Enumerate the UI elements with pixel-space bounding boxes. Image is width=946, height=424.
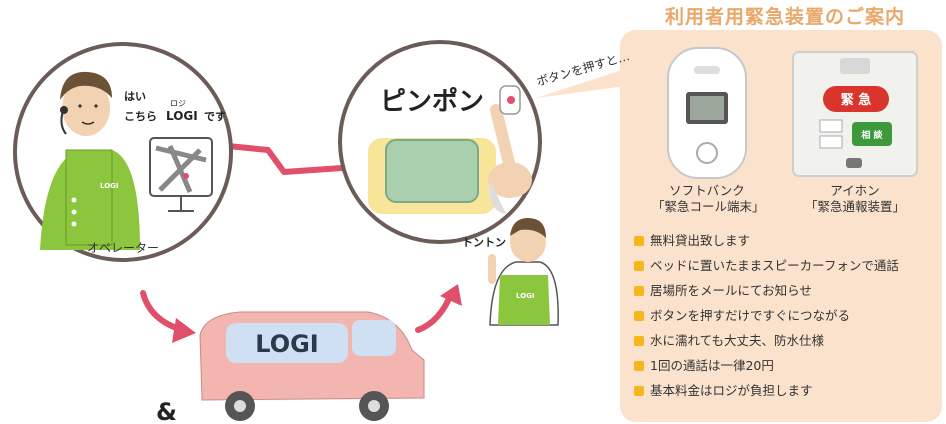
van-logo: LOGI xyxy=(255,330,318,358)
softbank-emergency-terminal xyxy=(667,47,747,179)
speech-line2: こちら xyxy=(124,110,157,123)
feature-item: ボタンを押すだけですぐにつながる xyxy=(634,307,899,332)
bullet-icon xyxy=(634,336,644,346)
softbank-name-line2: 「緊急コール端末」 xyxy=(652,199,765,214)
operator-label: オペレーター xyxy=(87,241,159,255)
arrow-down-to-van xyxy=(140,290,196,343)
feature-item: ベッドに置いたままスピーカーフォンで通話 xyxy=(634,257,899,282)
aiphone-emergency-device xyxy=(792,51,918,177)
knock-text: トントン xyxy=(462,236,506,249)
bullet-icon xyxy=(634,236,644,246)
feature-list: 無料貸出致します ベッドに置いたままスピーカーフォンで通話 居場所をメールにてお… xyxy=(634,232,899,407)
bullet-icon xyxy=(634,286,644,296)
emergency-button-label: 緊 急 xyxy=(841,92,872,108)
phone-line-connector xyxy=(227,143,343,175)
resident-circle xyxy=(338,40,542,244)
consult-button-label: 相 談 xyxy=(861,129,883,141)
aiphone-device-caption: アイホン 「緊急通報装置」 xyxy=(796,183,914,215)
feature-item: 1回の通話は一律20円 xyxy=(634,357,899,382)
feature-item: 無料貸出致します xyxy=(634,232,899,257)
aiphone-name-line2: 「緊急通報装置」 xyxy=(804,199,905,214)
feature-item: 居場所をメールにてお知らせ xyxy=(634,282,899,307)
caregiver-person xyxy=(488,218,559,326)
feature-item: 水に濡れても大丈夫、防水仕様 xyxy=(634,332,899,357)
speech-logi-ruby: ロジ xyxy=(170,99,186,108)
feature-item: 基本料金はロジが負担します xyxy=(634,382,899,407)
softbank-device-caption: ソフトバンク 「緊急コール端末」 xyxy=(652,183,765,215)
operator-person xyxy=(40,71,140,250)
logi-van xyxy=(199,311,425,421)
aiphone-name-line1: アイホン xyxy=(830,183,880,198)
speech-line1: はい xyxy=(124,90,146,103)
speech-logo: LOGI xyxy=(166,109,198,123)
ampersand: & xyxy=(156,398,177,424)
operator-circle xyxy=(13,42,233,262)
speech-line2-end: です xyxy=(204,110,226,123)
callout-pointer xyxy=(536,70,626,98)
pinpon-sound-text: ピンポン xyxy=(380,86,484,117)
monitor-map-icon xyxy=(149,137,213,212)
arrow-up-to-caregiver xyxy=(415,284,462,333)
caregiver-apron-logo: LOGI xyxy=(516,292,535,300)
bullet-icon xyxy=(634,386,644,396)
uniform-logo: LOGI xyxy=(100,182,119,190)
bullet-icon xyxy=(634,361,644,371)
softbank-name-line1: ソフトバンク xyxy=(669,183,745,198)
bullet-icon xyxy=(634,311,644,321)
page-title: 利用者用緊急装置のご案内 xyxy=(664,6,905,28)
bullet-icon xyxy=(634,261,644,271)
bed-blanket xyxy=(368,138,496,214)
